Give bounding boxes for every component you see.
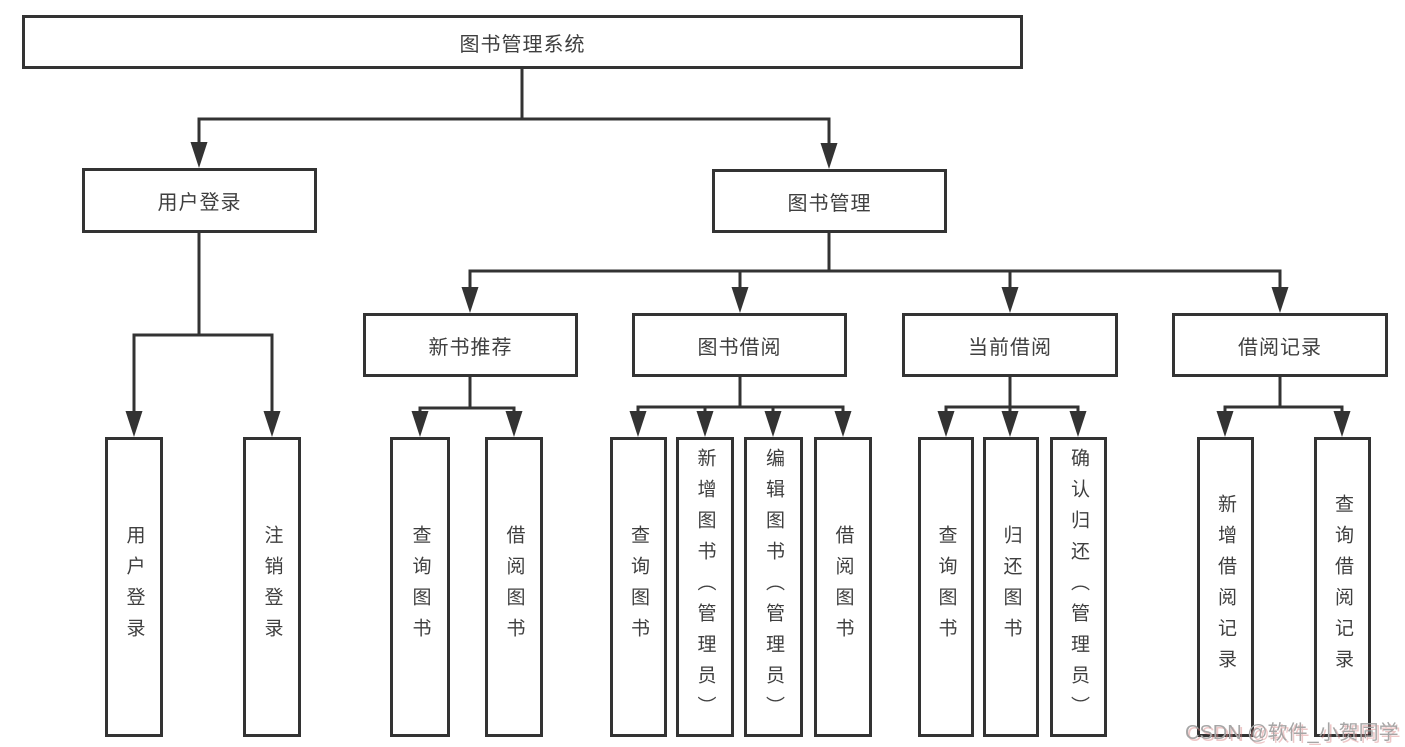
leaf-add-book-admin: 新增图书（管理员） <box>676 437 734 737</box>
leaf-query-books-borrow: 查询图书 <box>610 437 667 737</box>
leaf-borrow-books: 借阅图书 <box>814 437 872 737</box>
leaf-query-books-current-label: 查询图书 <box>935 525 957 649</box>
leaf-user-login: 用户登录 <box>105 437 163 737</box>
leaf-borrow-books-label: 借阅图书 <box>832 525 854 649</box>
leaf-query-books-current: 查询图书 <box>918 437 974 737</box>
leaf-query-borrow-record-label: 查询借阅记录 <box>1332 494 1353 680</box>
node-book-management: 图书管理 <box>712 169 947 233</box>
leaf-edit-book-admin-label: 编辑图书（管理员） <box>763 447 784 727</box>
leaf-return-book: 归还图书 <box>983 437 1039 737</box>
leaf-borrow-books-recommend: 借阅图书 <box>485 437 543 737</box>
node-book-borrow: 图书借阅 <box>632 313 847 377</box>
node-root: 图书管理系统 <box>22 15 1023 69</box>
leaf-query-books-recommend: 查询图书 <box>390 437 450 737</box>
leaf-add-book-admin-label: 新增图书（管理员） <box>694 447 716 727</box>
leaf-return-book-label: 归还图书 <box>1000 525 1022 649</box>
node-user-login: 用户登录 <box>82 168 317 233</box>
leaf-borrow-books-recommend-label: 借阅图书 <box>503 525 525 649</box>
leaf-query-books-borrow-label: 查询图书 <box>628 525 649 649</box>
csdn-watermark: CSDN @软件_小贺同学 <box>1185 722 1399 744</box>
leaf-logout: 注销登录 <box>243 437 301 737</box>
leaf-confirm-return-admin-label: 确认归还（管理员） <box>1068 447 1089 727</box>
leaf-query-borrow-record: 查询借阅记录 <box>1314 437 1371 737</box>
leaf-edit-book-admin: 编辑图书（管理员） <box>744 437 803 737</box>
leaf-add-borrow-record: 新增借阅记录 <box>1197 437 1254 737</box>
node-current-borrow: 当前借阅 <box>902 313 1118 377</box>
leaf-confirm-return-admin: 确认归还（管理员） <box>1050 437 1107 737</box>
node-borrow-records: 借阅记录 <box>1172 313 1388 377</box>
leaf-logout-label: 注销登录 <box>261 525 283 649</box>
node-new-book-recommend: 新书推荐 <box>363 313 578 377</box>
leaf-query-books-recommend-label: 查询图书 <box>409 525 431 649</box>
leaf-add-borrow-record-label: 新增借阅记录 <box>1215 494 1236 680</box>
leaf-user-login-label: 用户登录 <box>123 525 145 649</box>
arrowheads <box>125 142 1351 437</box>
